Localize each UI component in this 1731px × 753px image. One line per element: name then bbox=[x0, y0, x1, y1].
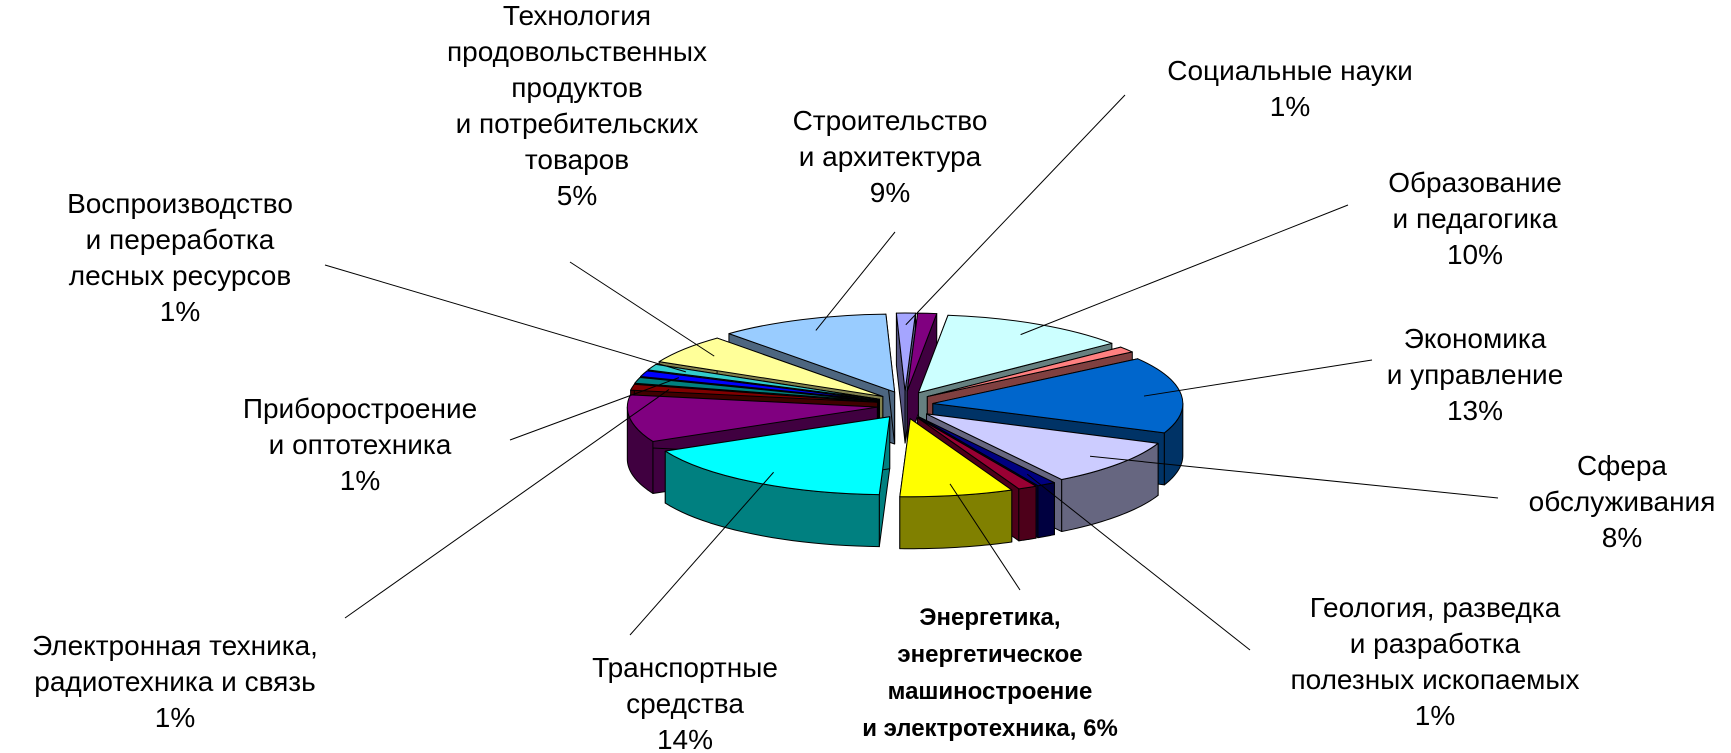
label-electronics: Электронная техника, радиотехника и связь… bbox=[32, 630, 318, 733]
slice-top-unlabeled-4 bbox=[626, 394, 878, 442]
label-line-service: Сфера bbox=[1577, 450, 1667, 481]
label-line-service: обслуживания bbox=[1529, 486, 1716, 517]
label-line-energy: энергетическое bbox=[897, 641, 1082, 668]
label-line-food: Технология bbox=[503, 0, 651, 31]
label-instruments: Приборостроение и оптотехника 1% bbox=[243, 393, 477, 496]
label-line-food: и потребительских bbox=[456, 108, 699, 139]
slice-unlabeled-1 bbox=[906, 312, 938, 444]
slice-wall-geology bbox=[1037, 482, 1055, 539]
slice-top-service bbox=[926, 413, 1159, 481]
leader-line-social bbox=[905, 94, 1126, 326]
label-pct-construction: 9% bbox=[870, 177, 910, 208]
label-line-electronics: радиотехника и связь bbox=[34, 666, 315, 697]
label-line-geology: полезных ископаемых bbox=[1290, 664, 1579, 695]
label-energy: Энергетика, энергетическое машиностроение и… bbox=[862, 604, 1118, 742]
slice-top-transport bbox=[664, 416, 891, 496]
label-line-construction: Строительство bbox=[793, 105, 988, 136]
slice-top-food bbox=[658, 337, 884, 397]
slice-top-unlabeled-2 bbox=[926, 346, 1133, 398]
leader-line-electronics bbox=[344, 389, 670, 619]
label-social: Социальные науки 1% bbox=[1167, 55, 1413, 122]
label-line-food: продовольственных bbox=[447, 36, 707, 67]
slice-top-instruments bbox=[640, 370, 880, 401]
leader-line-education bbox=[1020, 204, 1349, 336]
label-line-instruments: Приборостроение bbox=[243, 393, 477, 424]
label-pct-service: 8% bbox=[1602, 522, 1642, 553]
label-line-geology: и разработка bbox=[1350, 628, 1521, 659]
leader-line-food bbox=[569, 261, 715, 357]
label-line-forest: и переработка bbox=[86, 224, 275, 255]
label-line-construction: и архитектура bbox=[799, 141, 982, 172]
slice-top-unlabeled-1 bbox=[906, 312, 938, 392]
leader-lines bbox=[324, 94, 1499, 651]
slice-top-social bbox=[895, 312, 917, 392]
slice-top-construction bbox=[728, 313, 896, 393]
slice-top-education bbox=[917, 314, 1113, 394]
label-line-energy: машиностроение bbox=[888, 678, 1093, 705]
label-economics: Экономика и управление 13% bbox=[1387, 323, 1564, 426]
label-line-economics: и управление bbox=[1387, 359, 1564, 390]
leader-line-geology bbox=[1026, 473, 1251, 651]
slice-top-unlabeled-5 bbox=[634, 376, 879, 402]
label-line-transport: Транспортные bbox=[592, 652, 778, 683]
label-construction: Строительство и архитектура 9% bbox=[793, 105, 988, 208]
label-pct-economics: 13% bbox=[1447, 395, 1503, 426]
label-food: Технология продовольственных продуктов и по… bbox=[447, 0, 707, 211]
label-line-electronics: Электронная техника, bbox=[32, 630, 318, 661]
pie-slices bbox=[626, 312, 1184, 550]
label-pct-instruments: 1% bbox=[340, 465, 380, 496]
label-line-food: продуктов bbox=[511, 72, 643, 103]
label-forest: Воспроизводство и переработка лесных ресур… bbox=[67, 188, 293, 327]
slice-top-economics bbox=[932, 358, 1184, 434]
leader-line-energy bbox=[949, 483, 1021, 591]
label-transport: Транспортные средства 14% bbox=[592, 652, 778, 753]
label-pct-transport: 14% bbox=[657, 724, 713, 753]
label-line-social: Социальные науки bbox=[1167, 55, 1413, 86]
leader-line-transport bbox=[629, 471, 774, 636]
label-line-forest: лесных ресурсов bbox=[69, 260, 291, 291]
label-pct-food: 5% bbox=[557, 180, 597, 211]
label-line-energy: Энергетика, bbox=[919, 604, 1060, 631]
leader-line-service bbox=[1089, 455, 1499, 499]
slice-top-electronics bbox=[630, 383, 879, 403]
label-pct-social: 1% bbox=[1270, 91, 1310, 122]
label-pct-geology: 1% bbox=[1415, 700, 1455, 731]
leader-line-economics bbox=[1143, 359, 1373, 397]
label-pct-forest: 1% bbox=[160, 296, 200, 327]
leader-line-instruments bbox=[509, 377, 680, 441]
label-line-geology: Геология, разведка bbox=[1310, 592, 1561, 623]
label-education: Образование и педагогика 10% bbox=[1388, 167, 1562, 270]
slice-labels: Социальные науки 1% Образование и педагогик… bbox=[32, 0, 1715, 753]
label-line-education: и педагогика bbox=[1393, 203, 1558, 234]
label-line-economics: Экономика bbox=[1404, 323, 1547, 354]
label-service: Сфера обслуживания 8% bbox=[1529, 450, 1716, 553]
slice-top-unlabeled-3 bbox=[916, 417, 1037, 490]
label-pct-education: 10% bbox=[1447, 239, 1503, 270]
slice-wall-unlabeled-3 bbox=[1018, 485, 1037, 542]
label-line-instruments: и оптотехника bbox=[269, 429, 452, 460]
label-line-education: Образование bbox=[1388, 167, 1562, 198]
leader-line-forest bbox=[324, 264, 687, 373]
label-line-food: товаров bbox=[525, 144, 629, 175]
label-line-forest: Воспроизводство bbox=[67, 188, 293, 219]
slice-top-forest bbox=[647, 363, 880, 400]
label-line-energy: и электротехника, 6% bbox=[862, 715, 1118, 742]
slice-top-geology bbox=[918, 416, 1055, 487]
label-pct-electronics: 1% bbox=[155, 702, 195, 733]
slice-energy bbox=[899, 418, 1013, 550]
leader-line-construction bbox=[815, 231, 896, 331]
slice-transport bbox=[664, 416, 891, 548]
label-line-transport: средства bbox=[626, 688, 744, 719]
label-geology: Геология, разведка и разработка полезных и… bbox=[1290, 592, 1579, 731]
slice-wall-energy bbox=[899, 489, 1013, 550]
